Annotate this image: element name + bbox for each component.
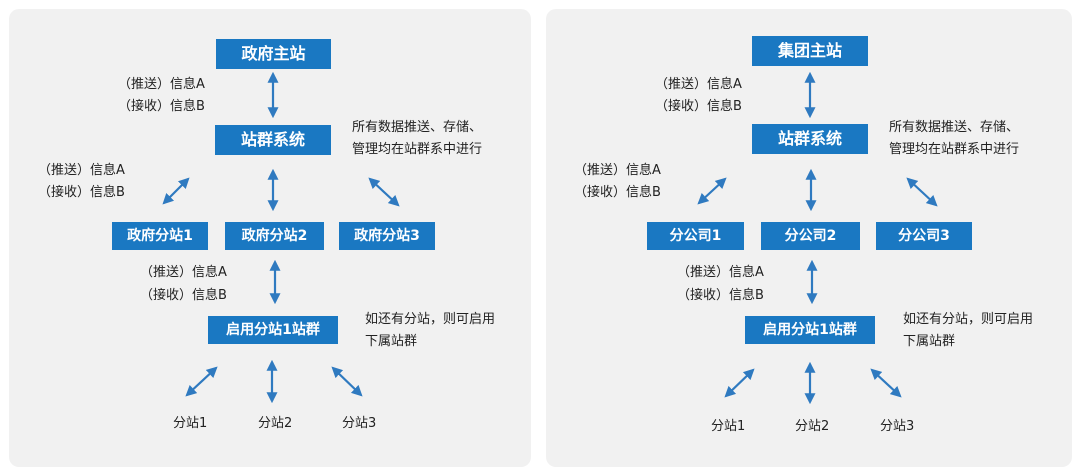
arrow-bottom-leaf3 — [331, 366, 363, 397]
receive-label: （接收）信息B — [118, 99, 205, 114]
arrow-bottom-leaf1-r — [724, 368, 755, 398]
note-mid-line1: 所有数据推送、存储、 — [352, 120, 483, 135]
note-bottom: 如还有分站，则可启用 下属站群 — [365, 309, 495, 353]
arrow-mid-branch1 — [162, 177, 190, 205]
node-branch-1: 分公司1 — [647, 222, 744, 250]
arrow-bottom-leaf3-r — [870, 368, 902, 398]
node-branch-2: 政府分站2 — [225, 222, 324, 250]
node-branch-3: 政府分站3 — [339, 222, 435, 250]
node-branch-2: 分公司2 — [761, 222, 860, 250]
arrow-mid-branch1-r — [697, 177, 727, 205]
receive-label: （接收）信息B — [38, 185, 125, 200]
leaf-3: 分站3 — [342, 416, 377, 431]
push-label: （推送）信息A — [140, 265, 227, 280]
push-label: （推送）信息A — [655, 77, 742, 92]
leaf-2: 分站2 — [258, 416, 293, 431]
note-mid: 所有数据推送、存储、 管理均在站群系中进行 — [889, 117, 1019, 161]
note-mid-line2: 管理均在站群系中进行 — [889, 142, 1020, 157]
leaf-3: 分站3 — [880, 419, 915, 434]
note-bottom-line1: 如还有分站，则可启用 — [903, 312, 1034, 327]
arrow-bottom-leaf1 — [185, 366, 218, 397]
receive-label: （接收）信息B — [140, 288, 227, 303]
receive-label: （接收）信息B — [655, 99, 742, 114]
node-enable-subgroup: 启用分站1站群 — [745, 316, 875, 344]
node-group-main-site: 集团主站 — [752, 36, 868, 66]
push-label: （推送）信息A — [677, 265, 764, 280]
leaf-1: 分站1 — [711, 419, 746, 434]
arrow-mid-branch3-r — [906, 177, 938, 207]
node-branch-1: 政府分站1 — [112, 222, 208, 250]
push-label: （推送）信息A — [38, 163, 125, 178]
leaf-1: 分站1 — [173, 416, 208, 431]
note-mid: 所有数据推送、存储、 管理均在站群系中进行 — [352, 117, 482, 161]
arrow-mid-branch3 — [368, 177, 400, 207]
push-label: （推送）信息A — [574, 163, 661, 178]
leaf-2: 分站2 — [795, 419, 830, 434]
note-bottom-line1: 如还有分站，则可启用 — [365, 312, 496, 327]
receive-label: （接收）信息B — [574, 185, 661, 200]
note-mid-line1: 所有数据推送、存储、 — [889, 120, 1020, 135]
note-mid-line2: 管理均在站群系中进行 — [352, 142, 483, 157]
node-site-group-system: 站群系统 — [215, 125, 331, 155]
node-branch-3: 分公司3 — [876, 222, 972, 250]
note-bottom-line2: 下属站群 — [903, 334, 956, 349]
note-bottom: 如还有分站，则可启用 下属站群 — [903, 309, 1033, 353]
push-label: （推送）信息A — [118, 77, 205, 92]
note-bottom-line2: 下属站群 — [365, 334, 418, 349]
node-enable-subgroup: 启用分站1站群 — [208, 316, 338, 344]
node-government-main-site: 政府主站 — [216, 39, 331, 69]
node-site-group-system: 站群系统 — [752, 124, 868, 154]
receive-label: （接收）信息B — [677, 288, 764, 303]
